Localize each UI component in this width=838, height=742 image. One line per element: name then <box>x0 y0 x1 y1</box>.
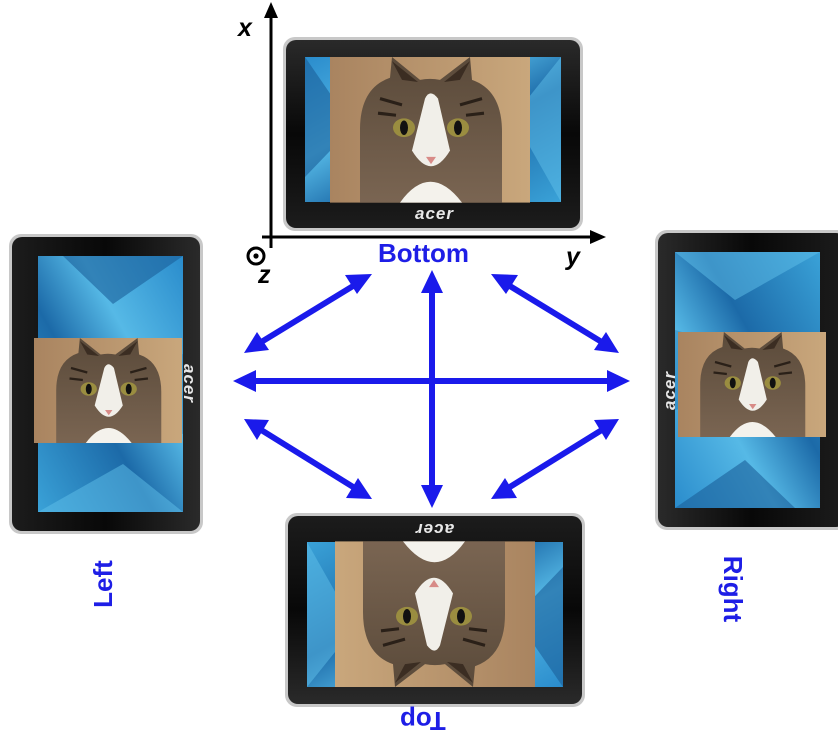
arrow-bottom-top <box>421 270 443 508</box>
tablet-bottom-orientation <box>283 37 583 231</box>
x-axis-arrowhead <box>264 2 278 18</box>
cat-photo-left <box>32 336 184 445</box>
label-right: Right <box>718 555 749 623</box>
label-top: Top <box>400 706 446 736</box>
arrow-right-top <box>491 419 619 499</box>
y-axis-arrowhead <box>590 230 606 244</box>
out-of-page-axis-icon <box>246 246 266 266</box>
label-bottom: Bottom <box>378 238 469 268</box>
z-axis-label: z <box>258 261 271 289</box>
arrow-left-top <box>244 419 372 499</box>
brand-logo-top-tablet: acer <box>415 520 454 539</box>
rotation-arrows <box>233 270 630 508</box>
x-axis-label: x <box>238 14 252 42</box>
cat-photo-right <box>676 330 828 439</box>
arrow-bottom-right <box>491 274 619 353</box>
y-axis-label: y <box>566 243 580 271</box>
coordinate-axes <box>262 2 606 248</box>
brand-logo-bottom-tablet: acer <box>415 204 454 223</box>
label-left: Left <box>87 560 118 608</box>
brand-logo-right-tablet: acer <box>659 371 679 410</box>
brand-logo-left-tablet: acer <box>179 364 199 403</box>
tablet-top-orientation <box>285 513 585 707</box>
arrow-bottom-left <box>244 274 372 353</box>
